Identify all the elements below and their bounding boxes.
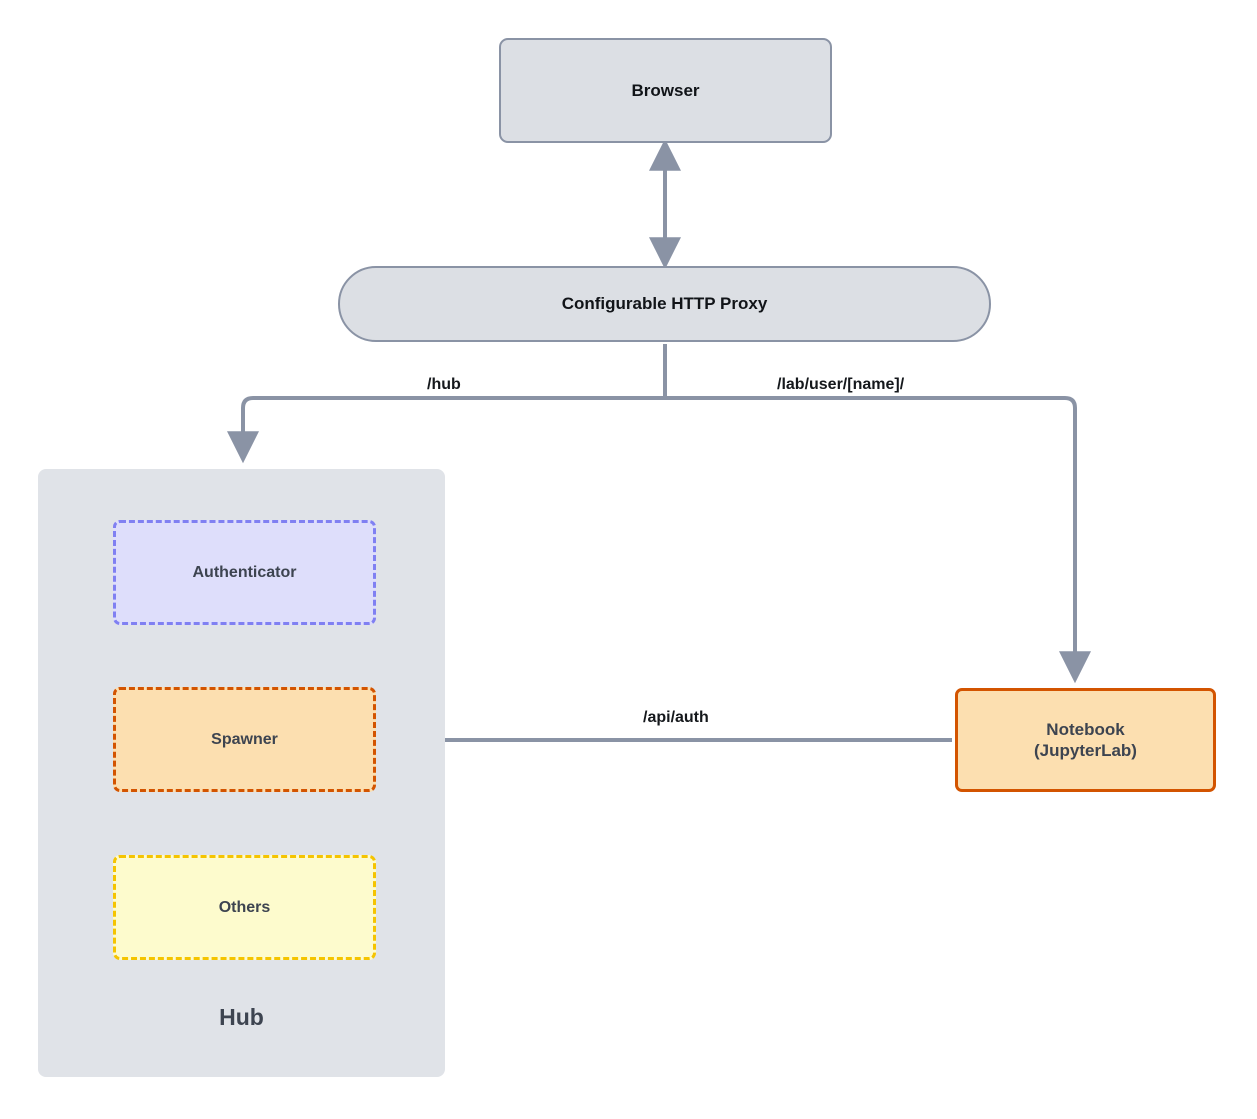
node-hub-container[interactable]: Authenticator Spawner Others Hub [38, 469, 445, 1077]
node-others[interactable]: Others [113, 855, 376, 960]
edge-label-api-auth: /api/auth [643, 709, 709, 726]
node-notebook-label-line1: Notebook [1046, 719, 1125, 739]
node-browser-label: Browser [631, 80, 700, 100]
node-configurable-http-proxy[interactable]: Configurable HTTP Proxy [338, 266, 991, 342]
node-browser[interactable]: Browser [499, 38, 832, 143]
edge-label-lab-user-path: /lab/user/[name]/ [777, 376, 905, 393]
node-spawner-label: Spawner [211, 730, 278, 748]
node-proxy-label: Configurable HTTP Proxy [561, 294, 768, 314]
node-others-label: Others [218, 898, 271, 916]
edge-proxy-hub [227, 396, 665, 464]
node-authenticator[interactable]: Authenticator [113, 520, 376, 625]
node-hub-label: Hub [219, 1004, 264, 1030]
edge-proxy-notebook [665, 396, 1091, 684]
node-authenticator-label: Authenticator [192, 563, 297, 581]
node-notebook-label-line2: (JupyterLab) [1034, 741, 1137, 760]
node-spawner[interactable]: Spawner [113, 687, 376, 792]
node-notebook[interactable]: Notebook (JupyterLab) [955, 688, 1216, 792]
edge-label-hub-path: /hub [427, 376, 461, 393]
